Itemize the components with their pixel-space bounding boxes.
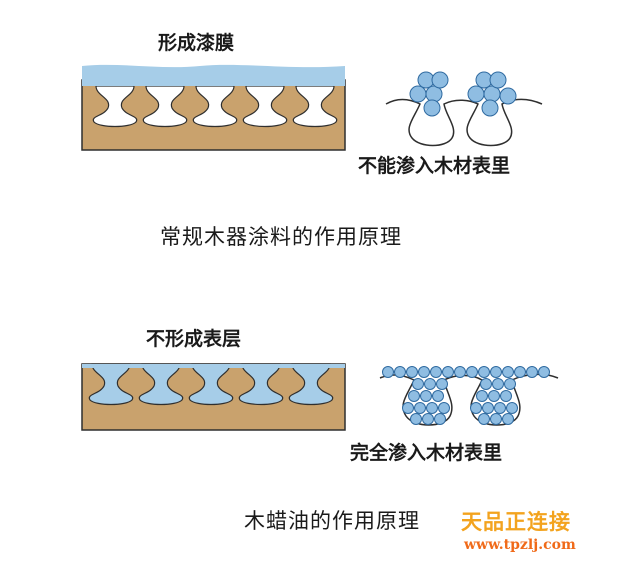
watermark-name: 天品正连接 <box>461 509 571 534</box>
no-penetration-label: 不能渗入木材表里 <box>358 155 511 177</box>
conventional-coating-caption: 常规木器涂料的作用原理 <box>160 225 402 249</box>
oil-filled-pores <box>88 363 334 406</box>
no-surface-layer-label: 不形成表层 <box>146 328 242 350</box>
penetration-detail <box>379 366 559 426</box>
watermark-url: www.tpzlj.com <box>464 537 576 553</box>
full-penetration-label: 完全渗入木材表里 <box>350 442 503 464</box>
surface-detail-top <box>385 71 543 147</box>
conventional-coating-panel <box>81 64 543 151</box>
wood-oil-panel <box>81 363 559 431</box>
wood-oil-caption: 木蜡油的作用原理 <box>244 509 420 533</box>
coating-film <box>82 64 345 86</box>
film-forming-label: 形成漆膜 <box>158 32 235 54</box>
wood-pores-top <box>92 85 338 128</box>
